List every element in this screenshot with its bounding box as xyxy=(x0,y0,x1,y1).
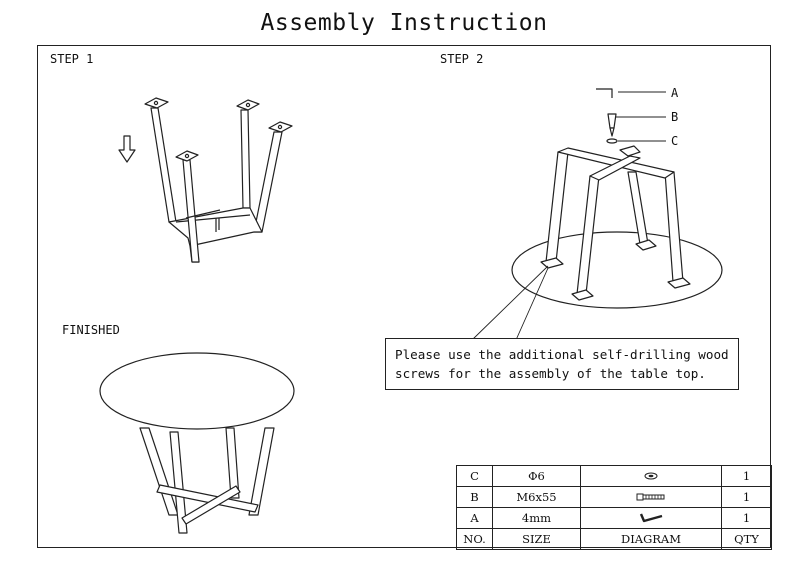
page-title: Assembly Instruction xyxy=(260,10,548,36)
down-arrow-icon xyxy=(118,135,136,163)
step2-label: STEP 2 xyxy=(440,52,484,66)
header-diagram: DIAGRAM xyxy=(580,528,722,550)
bolt-icon xyxy=(580,486,722,508)
finished-table-drawing xyxy=(99,352,295,534)
parts-table: C Φ6 1 B M6x55 1 A 4mm 1 NO. SIZE DIAGRA… xyxy=(456,465,772,550)
table-header-row: NO. SIZE DIAGRAM QTY xyxy=(456,528,772,550)
table-row: C Φ6 1 xyxy=(456,465,772,487)
part-size: 4mm xyxy=(492,507,581,529)
step1-label: STEP 1 xyxy=(50,52,94,66)
table-row: A 4mm 1 xyxy=(456,507,772,529)
note-line-2: screws for the assembly of the table top… xyxy=(395,366,706,381)
part-size: M6x55 xyxy=(492,486,581,508)
part-qty: 1 xyxy=(721,465,772,487)
part-no: B xyxy=(456,486,493,508)
part-qty: 1 xyxy=(721,486,772,508)
washer-icon xyxy=(580,465,722,487)
table-row: B M6x55 1 xyxy=(456,486,772,508)
part-no: C xyxy=(456,465,493,487)
part-qty: 1 xyxy=(721,507,772,529)
callout-b: B xyxy=(671,110,679,124)
header-size: SIZE xyxy=(492,528,581,550)
header-no: NO. xyxy=(456,528,493,550)
note-line-1: Please use the additional self-drilling … xyxy=(395,347,729,362)
header-qty: QTY xyxy=(721,528,772,550)
finished-label: FINISHED xyxy=(62,323,120,337)
part-no: A xyxy=(456,507,493,529)
instruction-frame xyxy=(37,45,771,548)
step2-drawing xyxy=(471,88,723,341)
frame-exploded-drawing xyxy=(144,97,293,263)
allen-key-icon xyxy=(580,507,722,529)
part-size: Φ6 xyxy=(492,465,581,487)
callout-a: A xyxy=(671,86,679,100)
assembly-note: Please use the additional self-drilling … xyxy=(385,338,739,390)
callout-c: C xyxy=(671,134,679,148)
